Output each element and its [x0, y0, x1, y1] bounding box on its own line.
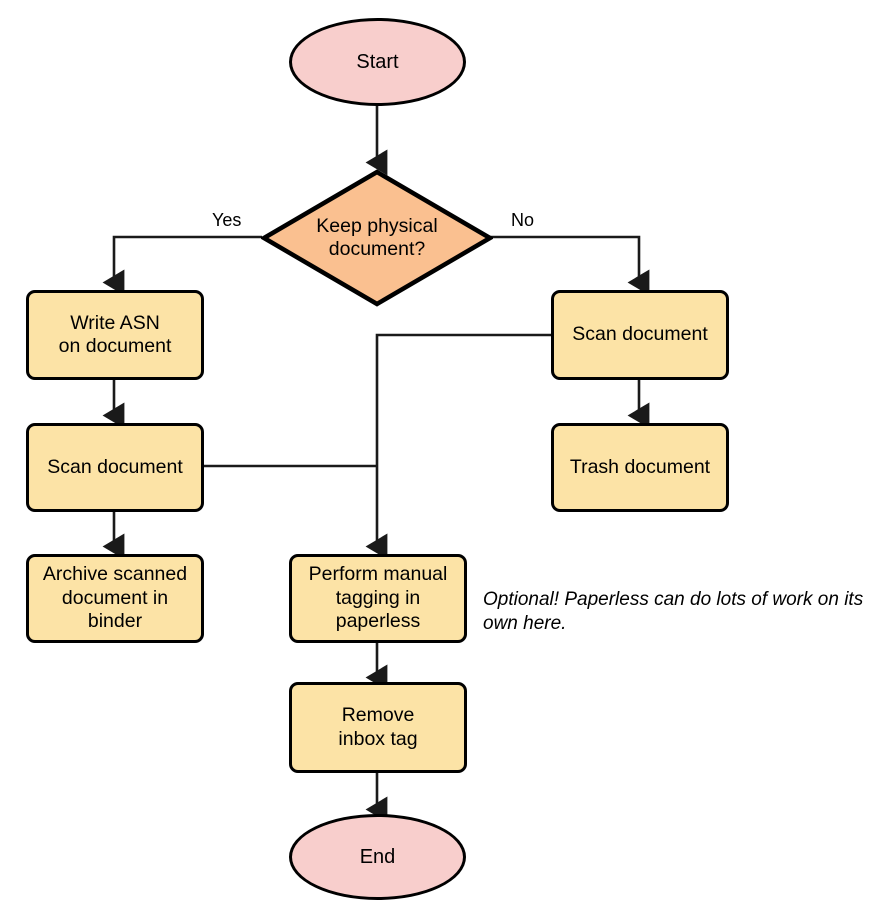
node-trash-document-label: Trash document: [569, 455, 711, 478]
annotation-optional-note: Optional! Paperless can do lots of work …: [483, 589, 864, 635]
edge-scan-right-to-tagging: [365, 333, 551, 560]
node-archive-scanned-document-label: Archive scanned document in binder: [42, 563, 188, 633]
node-perform-manual-tagging[interactable]: Perform manual tagging in paperless: [289, 554, 467, 643]
node-start-label: Start: [356, 51, 399, 73]
node-write-asn-label: Write ASN on document: [58, 311, 172, 357]
node-scan-document-left[interactable]: Scan document: [26, 423, 204, 512]
node-scan-document-right[interactable]: Scan document: [551, 290, 729, 380]
node-end[interactable]: End: [289, 814, 466, 900]
node-remove-inbox-tag-label: Remove inbox tag: [338, 704, 418, 750]
node-trash-document[interactable]: Trash document: [551, 423, 729, 512]
node-scan-document-left-label: Scan document: [47, 455, 183, 478]
edge-label-no: No: [509, 210, 537, 231]
decision-diamond-shape: [261, 169, 493, 307]
node-archive-scanned-document[interactable]: Archive scanned document in binder: [26, 554, 204, 643]
node-decision-keep-physical-document[interactable]: Keep physical document?: [261, 169, 493, 307]
node-perform-manual-tagging-label: Perform manual tagging in paperless: [308, 563, 448, 633]
node-start[interactable]: Start: [289, 18, 466, 106]
node-end-label: End: [359, 846, 396, 868]
node-write-asn-on-document[interactable]: Write ASN on document: [26, 290, 204, 380]
edge-label-yes: Yes: [210, 210, 244, 231]
node-remove-inbox-tag[interactable]: Remove inbox tag: [289, 682, 467, 773]
node-scan-document-right-label: Scan document: [572, 323, 708, 346]
edge-decision-yes-to-write-asn: [102, 235, 262, 296]
edge-decision-no-to-scan-right: [490, 235, 650, 296]
node-decision-label: Keep physical document?: [316, 214, 438, 260]
